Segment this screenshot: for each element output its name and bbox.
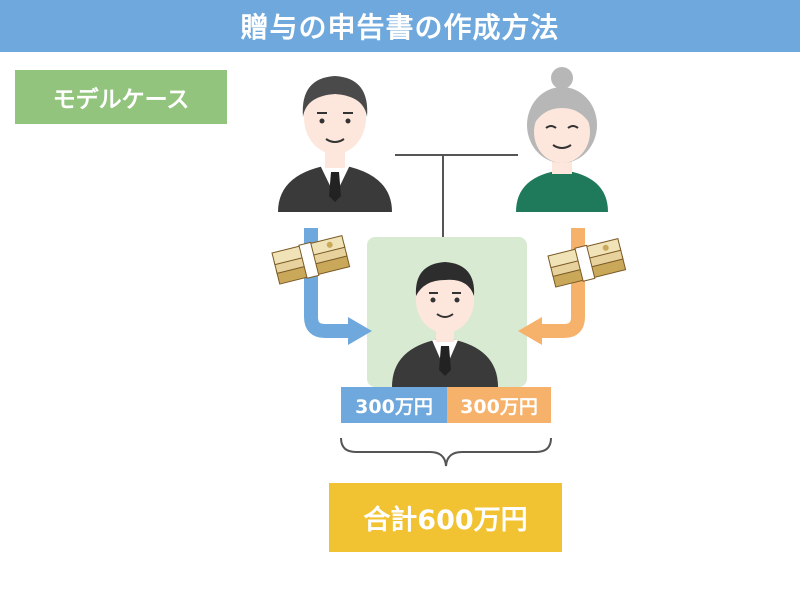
grandchild-icon [392, 262, 498, 387]
page-title: 贈与の申告書の作成方法 [0, 0, 800, 52]
model-case-badge: モデルケース [15, 70, 227, 124]
total-brace [340, 437, 552, 467]
amount-right: 300万円 [447, 387, 551, 423]
money-bundle-icon [271, 234, 351, 285]
grandmother-icon [516, 67, 608, 212]
gift-arrow-right [518, 228, 585, 345]
grandfather-icon [278, 76, 392, 212]
gift-arrow-left [304, 228, 372, 345]
total-amount: 合計600万円 [329, 483, 562, 552]
money-bundle-icon [547, 237, 627, 288]
amount-left: 300万円 [341, 387, 447, 423]
